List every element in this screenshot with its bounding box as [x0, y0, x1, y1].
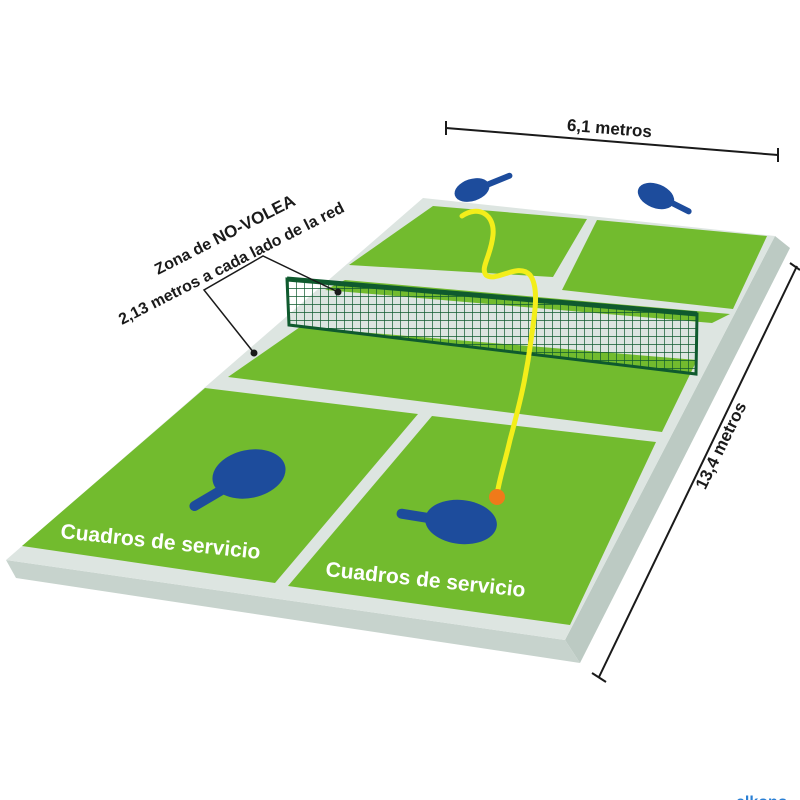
far-left-service-box: [349, 206, 587, 277]
ball-icon: [489, 489, 505, 505]
length-dimension-tick-bottom: [591, 672, 607, 683]
paddle-icon: [189, 449, 286, 512]
net-mesh: [287, 279, 697, 374]
ball-trajectory: [459, 208, 539, 498]
court-base-right-side: [565, 236, 790, 663]
net: [285, 276, 699, 376]
paddle-icon: [454, 172, 513, 202]
far-right-service-box: [562, 220, 767, 309]
width-dimension-label: 6,1 metros: [566, 116, 652, 142]
width-dimension-line: [445, 127, 779, 156]
paddle-icon: [637, 182, 692, 215]
court-base-front-side: [6, 560, 580, 663]
length-dimension-tick-top: [789, 262, 800, 271]
length-dimension-line: [598, 265, 798, 678]
kitchen-zone-leader: [202, 255, 339, 354]
paddle-icon: [396, 499, 497, 545]
kitchen-zone-leader-dot-2: [334, 288, 342, 296]
width-dimension: 6,1 metros: [445, 116, 779, 162]
net-tape: [286, 276, 698, 317]
watermark: elkono: [736, 794, 788, 800]
kitchen-zone-leader-dot-1: [250, 349, 258, 357]
